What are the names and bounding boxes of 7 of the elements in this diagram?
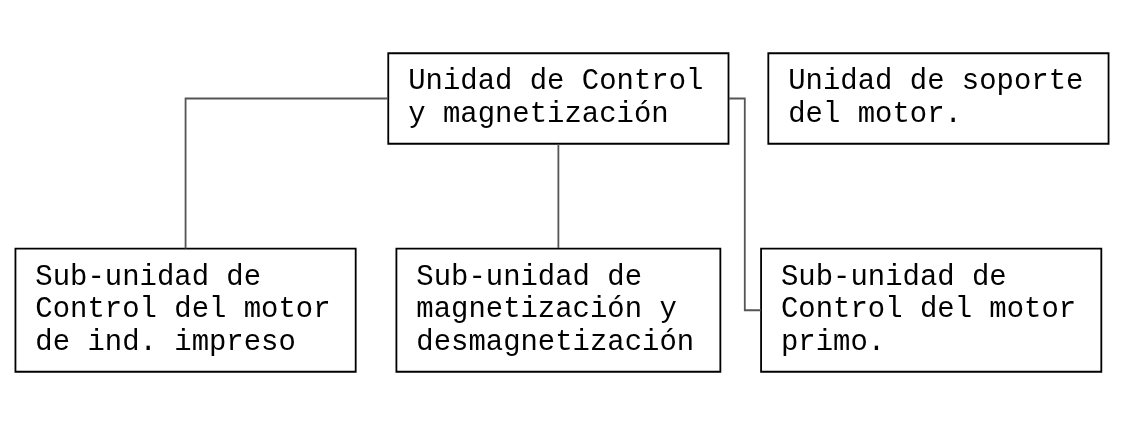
connector: [184, 97, 389, 250]
node-box: Sub-unidad de Control del motor de ind. impreso: [14, 247, 357, 373]
connector: [557, 143, 560, 249]
node-box: Sub-unidad de Control del motor primo.: [760, 247, 1103, 373]
node-box: Unidad de Control y magnetización: [387, 52, 730, 145]
node-box: Sub-unidad de magnetización y desmagnetización: [395, 247, 722, 373]
node-box: Unidad de soporte del motor.: [767, 52, 1110, 145]
